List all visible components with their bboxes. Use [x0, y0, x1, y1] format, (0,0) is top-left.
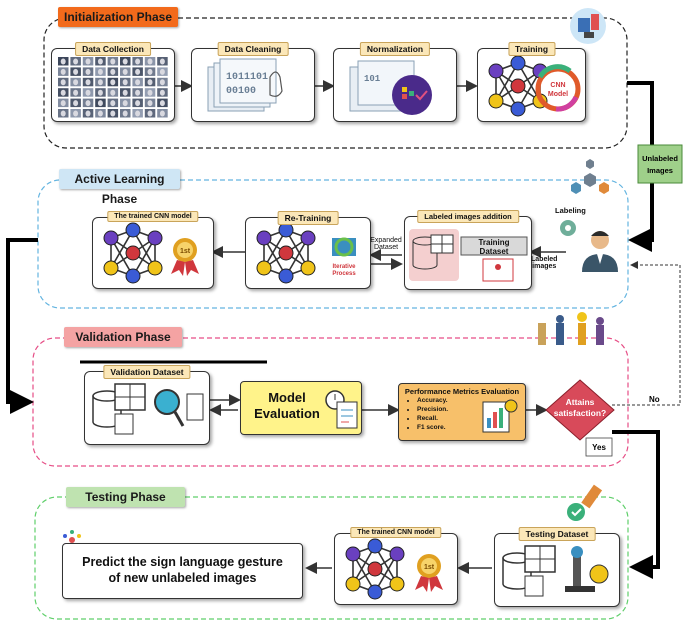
metric-recall: Recall.	[417, 414, 448, 423]
unlabeled-line1: Unlabeled	[642, 154, 678, 163]
decision-text-line2: satisfaction?	[554, 408, 606, 418]
team-celebration-icon	[538, 312, 604, 345]
unlabeled-images-box	[637, 144, 683, 184]
labeling-label: Labeling	[555, 206, 586, 215]
testing-dataset-card: Testing Dataset	[494, 527, 620, 607]
no-label: No	[649, 395, 660, 404]
data-collection-title: Data Collection	[75, 42, 151, 56]
active-trained-model-title: The trained CNN model	[107, 211, 199, 222]
decision-text-line1: Attains	[566, 397, 595, 407]
testing-trained-model-card: The trained CNN model 1st	[334, 527, 458, 605]
svg-text:Process: Process	[332, 271, 356, 277]
data-cleaning-icon: 1011101 00100	[207, 58, 283, 112]
network-hexagons-icon	[571, 159, 609, 194]
testing-dataset-icon	[502, 545, 609, 597]
data-devices-icon	[570, 8, 606, 44]
metric-precision: Precision.	[417, 405, 448, 414]
flow-arrow-active-to-validation	[6, 238, 38, 414]
svg-text:00100: 00100	[226, 86, 256, 97]
stamp-check-icon	[567, 484, 603, 521]
svg-text:1st: 1st	[424, 564, 435, 571]
normalization-card: Normalization 101	[333, 42, 457, 122]
validation-dataset-card: Validation Dataset	[84, 365, 210, 445]
testing-phase-label: Testing Phase	[66, 487, 185, 507]
labeled-addition-icon	[409, 229, 528, 282]
training-dataset-label: Training Dataset	[478, 238, 510, 256]
trained-model-icon: 1st	[103, 222, 199, 284]
metric-f1: F1 score.	[417, 423, 448, 432]
performance-metrics-box: Performance Metrics Evaluation Accuracy.…	[398, 383, 526, 441]
yes-label: Yes	[592, 443, 606, 452]
testing-phase-border	[34, 496, 629, 620]
svg-text:1011101: 1011101	[226, 72, 268, 83]
metrics-dashboard-icon	[482, 399, 518, 433]
labeled-images-label: Labeled images	[531, 256, 558, 270]
validation-dataset-icon	[92, 383, 204, 435]
svg-text:Iterative: Iterative	[332, 264, 356, 270]
predict-line1: Predict the sign language gesture	[82, 555, 283, 569]
retraining-card: Re-Training Iterative Process	[245, 211, 371, 289]
svg-text:CNN: CNN	[550, 82, 565, 89]
testing-trained-model-title: The trained CNN model	[350, 527, 442, 538]
retraining-icon: Iterative Process	[256, 222, 356, 284]
testing-trained-model-icon: 1st	[345, 538, 443, 600]
svg-text:Model: Model	[548, 91, 568, 98]
initialization-phase-label: Initialization Phase	[58, 7, 178, 27]
validation-dataset-title: Validation Dataset	[103, 365, 191, 379]
gear-icon	[560, 220, 576, 236]
yes-box	[585, 437, 613, 457]
model-evaluation-line1: Model	[268, 390, 306, 405]
data-cleaning-card: Data Cleaning 1011101 00100	[191, 42, 315, 122]
labeling-person-icon	[582, 231, 618, 272]
labeled-addition-card: Labeled images addition Training Dataset	[404, 210, 532, 290]
predict-line2: of new unlabeled images	[108, 571, 257, 585]
validation-phase-label: Validation Phase	[64, 327, 182, 347]
expanded-dataset-label: Expanded Dataset	[370, 237, 402, 251]
labeled-addition-title: Labeled images addition	[417, 210, 519, 223]
active-learning-phase-border	[37, 179, 629, 309]
stopwatch-clipboard-icon	[325, 390, 358, 429]
training-title: Training	[507, 42, 556, 56]
data-cleaning-title: Data Cleaning	[217, 42, 289, 56]
metrics-title: Performance Metrics Evaluation	[404, 387, 520, 396]
training-card: Training CNN Model	[477, 42, 586, 122]
model-evaluation-line2: Evaluation	[254, 406, 320, 421]
cnn-training-icon: CNN Model	[488, 55, 581, 117]
data-collection-card: Data Collection	[51, 42, 175, 122]
predict-box: Predict the sign language gesture of new…	[62, 543, 303, 599]
no-feedback-arrow	[612, 261, 681, 406]
retraining-title: Re-Training	[277, 211, 339, 225]
active-trained-model-card: The trained CNN model 1st	[92, 211, 214, 289]
metric-accuracy: Accuracy.	[417, 396, 448, 405]
testing-dataset-title: Testing Dataset	[518, 527, 596, 541]
normalization-title: Normalization	[359, 42, 431, 56]
model-evaluation-box: Model Evaluation	[240, 381, 362, 435]
normalization-icon: 101	[349, 60, 432, 115]
decision-diamond	[545, 379, 615, 441]
unlabeled-line2: Images	[647, 166, 673, 175]
sign-images-grid-icon	[58, 57, 168, 118]
flow-arrow-validation-to-testing	[612, 430, 660, 579]
svg-text:1st: 1st	[180, 248, 191, 255]
active-learning-phase-label: Active Learning Phase	[59, 169, 180, 206]
svg-text:101: 101	[364, 74, 381, 84]
